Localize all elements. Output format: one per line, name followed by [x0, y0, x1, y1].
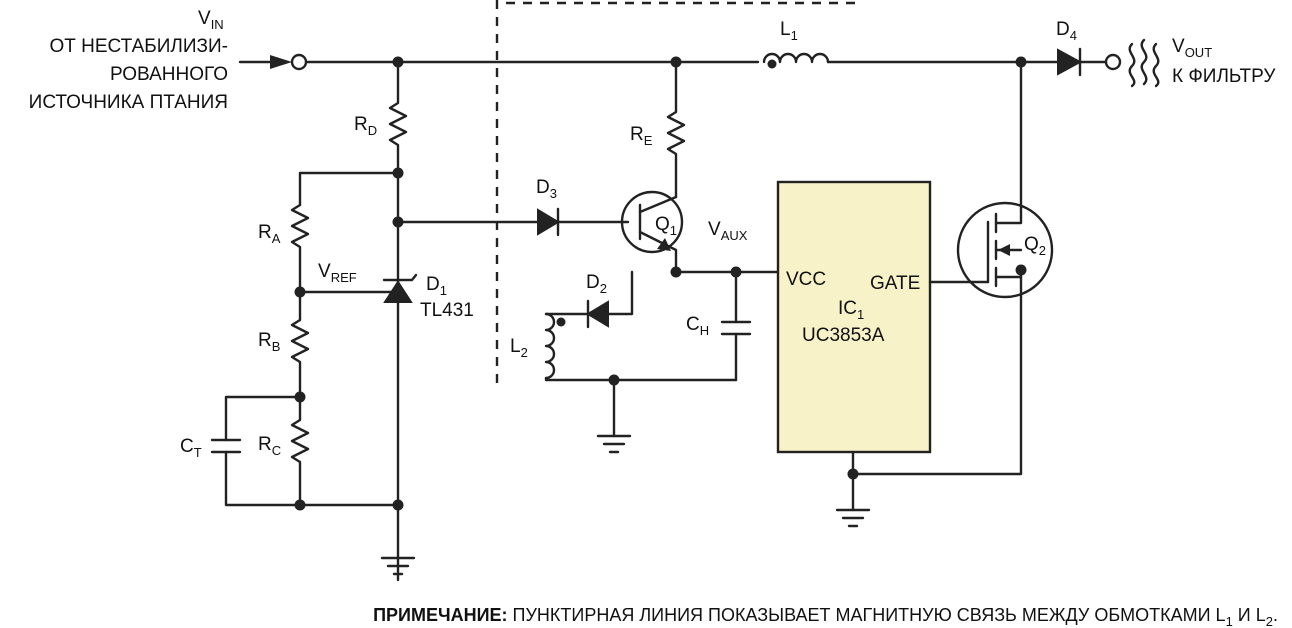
label-ic-vcc: VCC: [786, 269, 826, 290]
label-rd: RD: [354, 114, 377, 138]
capacitor-ct: [210, 438, 242, 454]
label-source-line3: ИСТОЧНИКА ПТАНИЯ: [29, 92, 228, 113]
input-arrow: [238, 55, 292, 69]
ground-right: [835, 508, 871, 528]
capacitor-ch: [720, 320, 752, 336]
inductor-l2: [544, 312, 738, 382]
label-ra: RA: [258, 222, 281, 246]
label-d2: D2: [586, 272, 607, 296]
label-vout: VOUT: [1172, 36, 1212, 60]
inductor-l1: [762, 52, 830, 69]
wire-ct-loop: [224, 395, 400, 507]
label-re: RE: [630, 124, 653, 148]
resistor-rd: [388, 60, 408, 175]
mosfet-q2: [956, 60, 1054, 299]
label-ic-name: IC1: [838, 298, 864, 322]
label-rc: RC: [258, 434, 281, 458]
ground-mid: [596, 434, 632, 454]
label-d1: D1: [426, 274, 447, 298]
label-d4: D4: [1056, 19, 1077, 43]
resistor-re: [666, 60, 686, 199]
label-to-filter: К ФИЛЬТРУ: [1172, 66, 1276, 87]
note-line: ПРИМЕЧАНИЕ: ПУНКТИРНАЯ ЛИНИЯ ПОКАЗЫВАЕТ …: [373, 605, 1278, 628]
label-source-line2: РОВАННОГО: [110, 64, 228, 85]
transistor-q1: [620, 190, 684, 274]
label-rb: RB: [258, 330, 280, 354]
label-vref: VREF: [318, 261, 357, 285]
wire-source-return: [851, 268, 1023, 476]
wire-d2-branch: [606, 270, 634, 316]
label-vaux: VAUX: [708, 219, 748, 243]
diode-d2: [544, 299, 609, 329]
resistor-rc: [290, 395, 310, 507]
shunt-regulator-d1: [382, 273, 418, 303]
label-ic-gate: GATE: [870, 273, 920, 294]
label-l1: L1: [780, 19, 798, 43]
ic1-chip: [776, 180, 932, 454]
label-source-line1: ОТ НЕСТАБИЛИЗИ-: [49, 36, 228, 57]
label-ic-part: UC3853A: [802, 325, 885, 346]
label-ct: CT: [180, 436, 202, 460]
junction-dots: [294, 56, 1027, 511]
label-d1-part: TL431: [420, 300, 474, 321]
output-terminal: [1104, 53, 1122, 71]
label-q1: Q1: [655, 214, 677, 238]
diode-d3: [537, 207, 630, 237]
ground-left: [380, 556, 416, 576]
input-terminal: [290, 53, 308, 71]
label-ch: CH: [686, 314, 709, 338]
label-vin: VIN: [198, 8, 224, 32]
diode-d4: [1057, 47, 1108, 77]
label-l2: L2: [510, 336, 528, 360]
break-symbol: [1128, 38, 1160, 88]
resistor-rb: [290, 290, 310, 399]
label-q2: Q2: [1024, 234, 1046, 258]
wire-ra-top: [298, 171, 400, 207]
magnetic-coupling-dashed-line: [495, 0, 858, 390]
label-d3: D3: [536, 177, 557, 201]
resistor-ra: [290, 203, 310, 294]
